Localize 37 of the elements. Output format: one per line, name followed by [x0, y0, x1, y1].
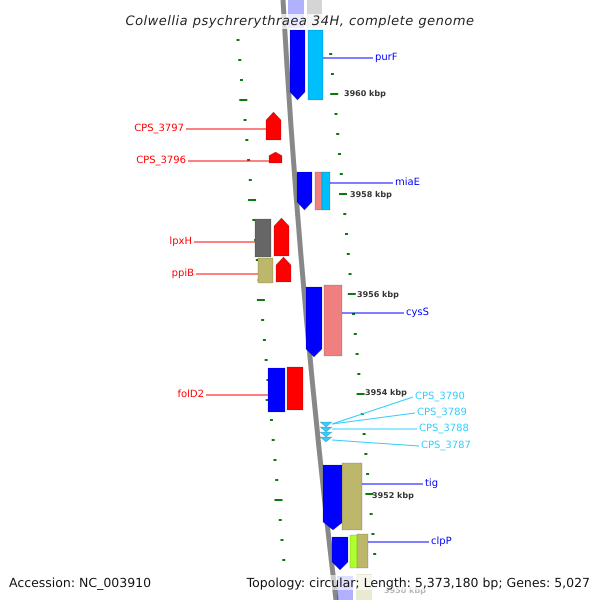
gene-label: tig	[425, 478, 438, 490]
gene-label: miaE	[395, 177, 420, 189]
gene-feature-drawing	[322, 462, 362, 530]
leader-line	[186, 128, 266, 130]
gene-feature-drawing	[268, 152, 282, 164]
gene-label: lpxH	[169, 236, 192, 248]
gene-feature-drawing	[306, 284, 342, 358]
leader-line	[188, 160, 270, 162]
leader-line	[342, 312, 404, 314]
gene-label: purF	[375, 52, 398, 64]
map-title: Colwellia psychrerythraea 34H, complete genome	[126, 14, 474, 29]
gene-label: CPS_3796	[136, 155, 186, 167]
gene-label: CPS_3789	[417, 407, 467, 419]
gene-feature-drawing	[332, 534, 368, 570]
gene-label: CPS_3787	[421, 440, 471, 452]
leader-line	[332, 440, 420, 446]
gene-label: CPS_3790	[415, 391, 465, 403]
gene-feature-drawing	[258, 256, 292, 284]
gene-label: ppiB	[172, 268, 194, 280]
gene-feature-drawing	[266, 112, 282, 140]
gene-marks-drawing	[319, 422, 333, 442]
gene-feature-drawing	[290, 30, 324, 100]
gene-label: CPS_3797	[134, 123, 184, 135]
gene-label: cysS	[406, 307, 429, 319]
footer-text: Accession: NC_003910	[9, 575, 152, 590]
gene-feature-drawing	[296, 172, 330, 210]
leader-line	[332, 412, 416, 424]
gene-feature-drawing	[268, 366, 304, 412]
leader-line	[206, 394, 268, 396]
leader-line	[330, 182, 394, 184]
gene-label: clpP	[431, 536, 452, 548]
leader-line	[332, 396, 414, 424]
gene-feature-drawing	[254, 218, 290, 258]
leader-line	[332, 428, 418, 430]
gene-label: folD2	[178, 389, 204, 401]
scale-label: 3954 kbp	[365, 388, 407, 398]
gene-label: CPS_3788	[419, 423, 469, 435]
